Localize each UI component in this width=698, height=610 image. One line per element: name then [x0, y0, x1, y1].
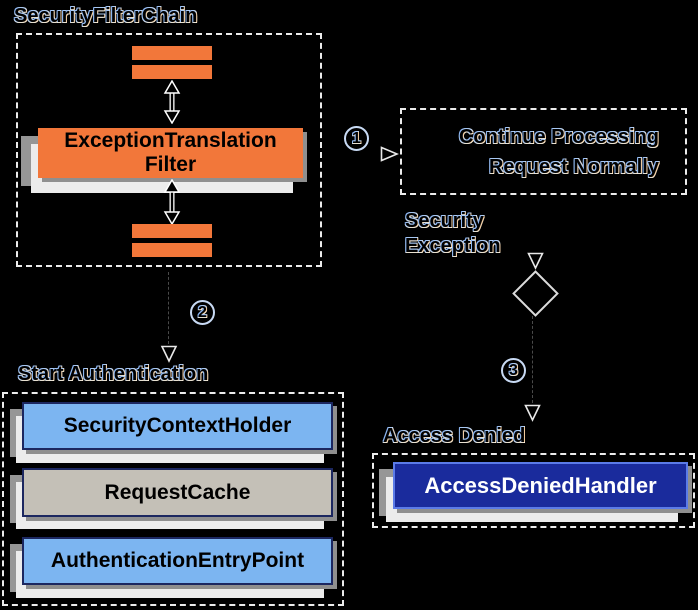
security-exception-label: Security Exception	[405, 210, 501, 257]
exception-translation-filter-box: ExceptionTranslation Filter	[38, 128, 303, 178]
connector-line	[168, 272, 169, 344]
filter-bar	[132, 46, 212, 60]
filter-bar	[132, 224, 212, 238]
step-number: 1	[352, 129, 361, 147]
access-denied-label: Access Denied	[383, 425, 526, 447]
step-1-badge: 1	[344, 126, 369, 151]
step-number: 3	[509, 361, 518, 379]
continue-processing-label: Continue Processing Request Normally	[458, 125, 659, 178]
decision-diamond-icon	[512, 270, 559, 317]
continue-processing-box: Continue Processing Request Normally	[400, 108, 687, 195]
arrowhead-down-icon	[524, 404, 541, 422]
filter-bar	[132, 65, 212, 79]
security-context-holder-box: SecurityContextHolder	[22, 402, 333, 450]
double-arrow-icon	[157, 80, 187, 124]
arrowhead-right-icon	[380, 146, 399, 162]
step-number: 2	[198, 303, 207, 321]
security-filter-chain-label: SecurityFilterChain	[14, 5, 198, 27]
access-denied-handler-box: AccessDeniedHandler	[393, 462, 688, 509]
authentication-entry-point-box: AuthenticationEntryPoint	[22, 537, 333, 585]
arrowhead-down-icon	[527, 252, 544, 270]
step-3-badge: 3	[501, 358, 526, 383]
request-cache-box: RequestCache	[22, 468, 333, 517]
connector-line	[532, 316, 533, 403]
filter-bar	[132, 243, 212, 257]
arrowhead-down-icon	[160, 345, 178, 363]
start-authentication-label: Start Authentication	[18, 363, 209, 385]
step-2-badge: 2	[190, 300, 215, 325]
double-arrow-icon	[157, 179, 187, 225]
